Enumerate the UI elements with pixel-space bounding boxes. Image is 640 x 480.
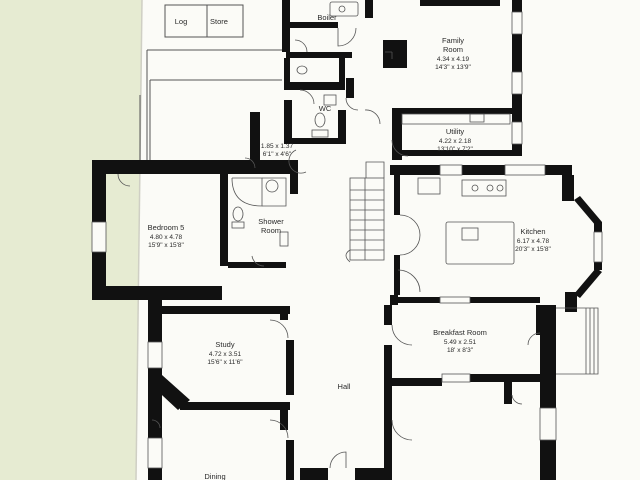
- room-family-metric: 4.34 x 4.19: [437, 56, 470, 63]
- room-cupboard-imperial: 6'1" x 4'6": [263, 151, 292, 158]
- paper-edge: [135, 0, 143, 480]
- room-study-imperial: 15'6" x 11'6": [207, 359, 243, 366]
- staircase: [345, 161, 385, 263]
- room-breakfast-name: Breakfast Room: [433, 328, 487, 337]
- room-utility-metric: 4.22 x 2.18: [439, 138, 472, 145]
- room-utility-name: Utility: [446, 127, 465, 136]
- room-cupboard-metric: 1.85 x 1.37: [261, 143, 294, 150]
- room-wc-name: WC: [319, 104, 332, 113]
- room-family-name-line1: Family: [442, 36, 464, 45]
- outside-steps: [556, 307, 599, 375]
- room-breakfast-imperial: 18' x 8'3": [447, 347, 474, 354]
- doors: [117, 27, 541, 469]
- room-bedroom5-name: Bedroom 5: [148, 223, 185, 232]
- room-store-name: Store: [210, 17, 228, 26]
- room-dining-name: Dining: [204, 472, 225, 480]
- room-study-metric: 4.72 x 3.51: [209, 351, 242, 358]
- room-kitchen-metric: 6.17 x 4.78: [517, 238, 550, 245]
- windows: [91, 11, 603, 469]
- room-utility-imperial: 13'10" x 7'2": [437, 146, 473, 153]
- room-labels: Log Store Boiler Family Room 4.34 x 4.19…: [148, 13, 552, 480]
- fixtures: [231, 1, 515, 265]
- walls: [92, 0, 602, 480]
- room-family-imperial: 14'3" x 13'9": [435, 64, 471, 71]
- room-kitchen-name: Kitchen: [520, 227, 545, 236]
- room-bedroom5-imperial: 15'9" x 15'8": [148, 242, 184, 249]
- room-family-name-line2: Room: [443, 45, 463, 54]
- outbuilding-outline: [139, 4, 282, 170]
- room-boiler-name: Boiler: [317, 13, 337, 22]
- room-bedroom5-metric: 4.80 x 4.78: [150, 234, 183, 241]
- room-hall-name: Hall: [338, 382, 351, 391]
- room-shower-name-line1: Shower: [258, 217, 284, 226]
- room-log-name: Log: [175, 17, 188, 26]
- room-shower-name-line2: Room: [261, 226, 281, 235]
- room-kitchen-imperial: 20'3" x 15'8": [515, 246, 551, 253]
- room-study-name: Study: [215, 340, 234, 349]
- room-breakfast-metric: 5.49 x 2.51: [444, 339, 477, 346]
